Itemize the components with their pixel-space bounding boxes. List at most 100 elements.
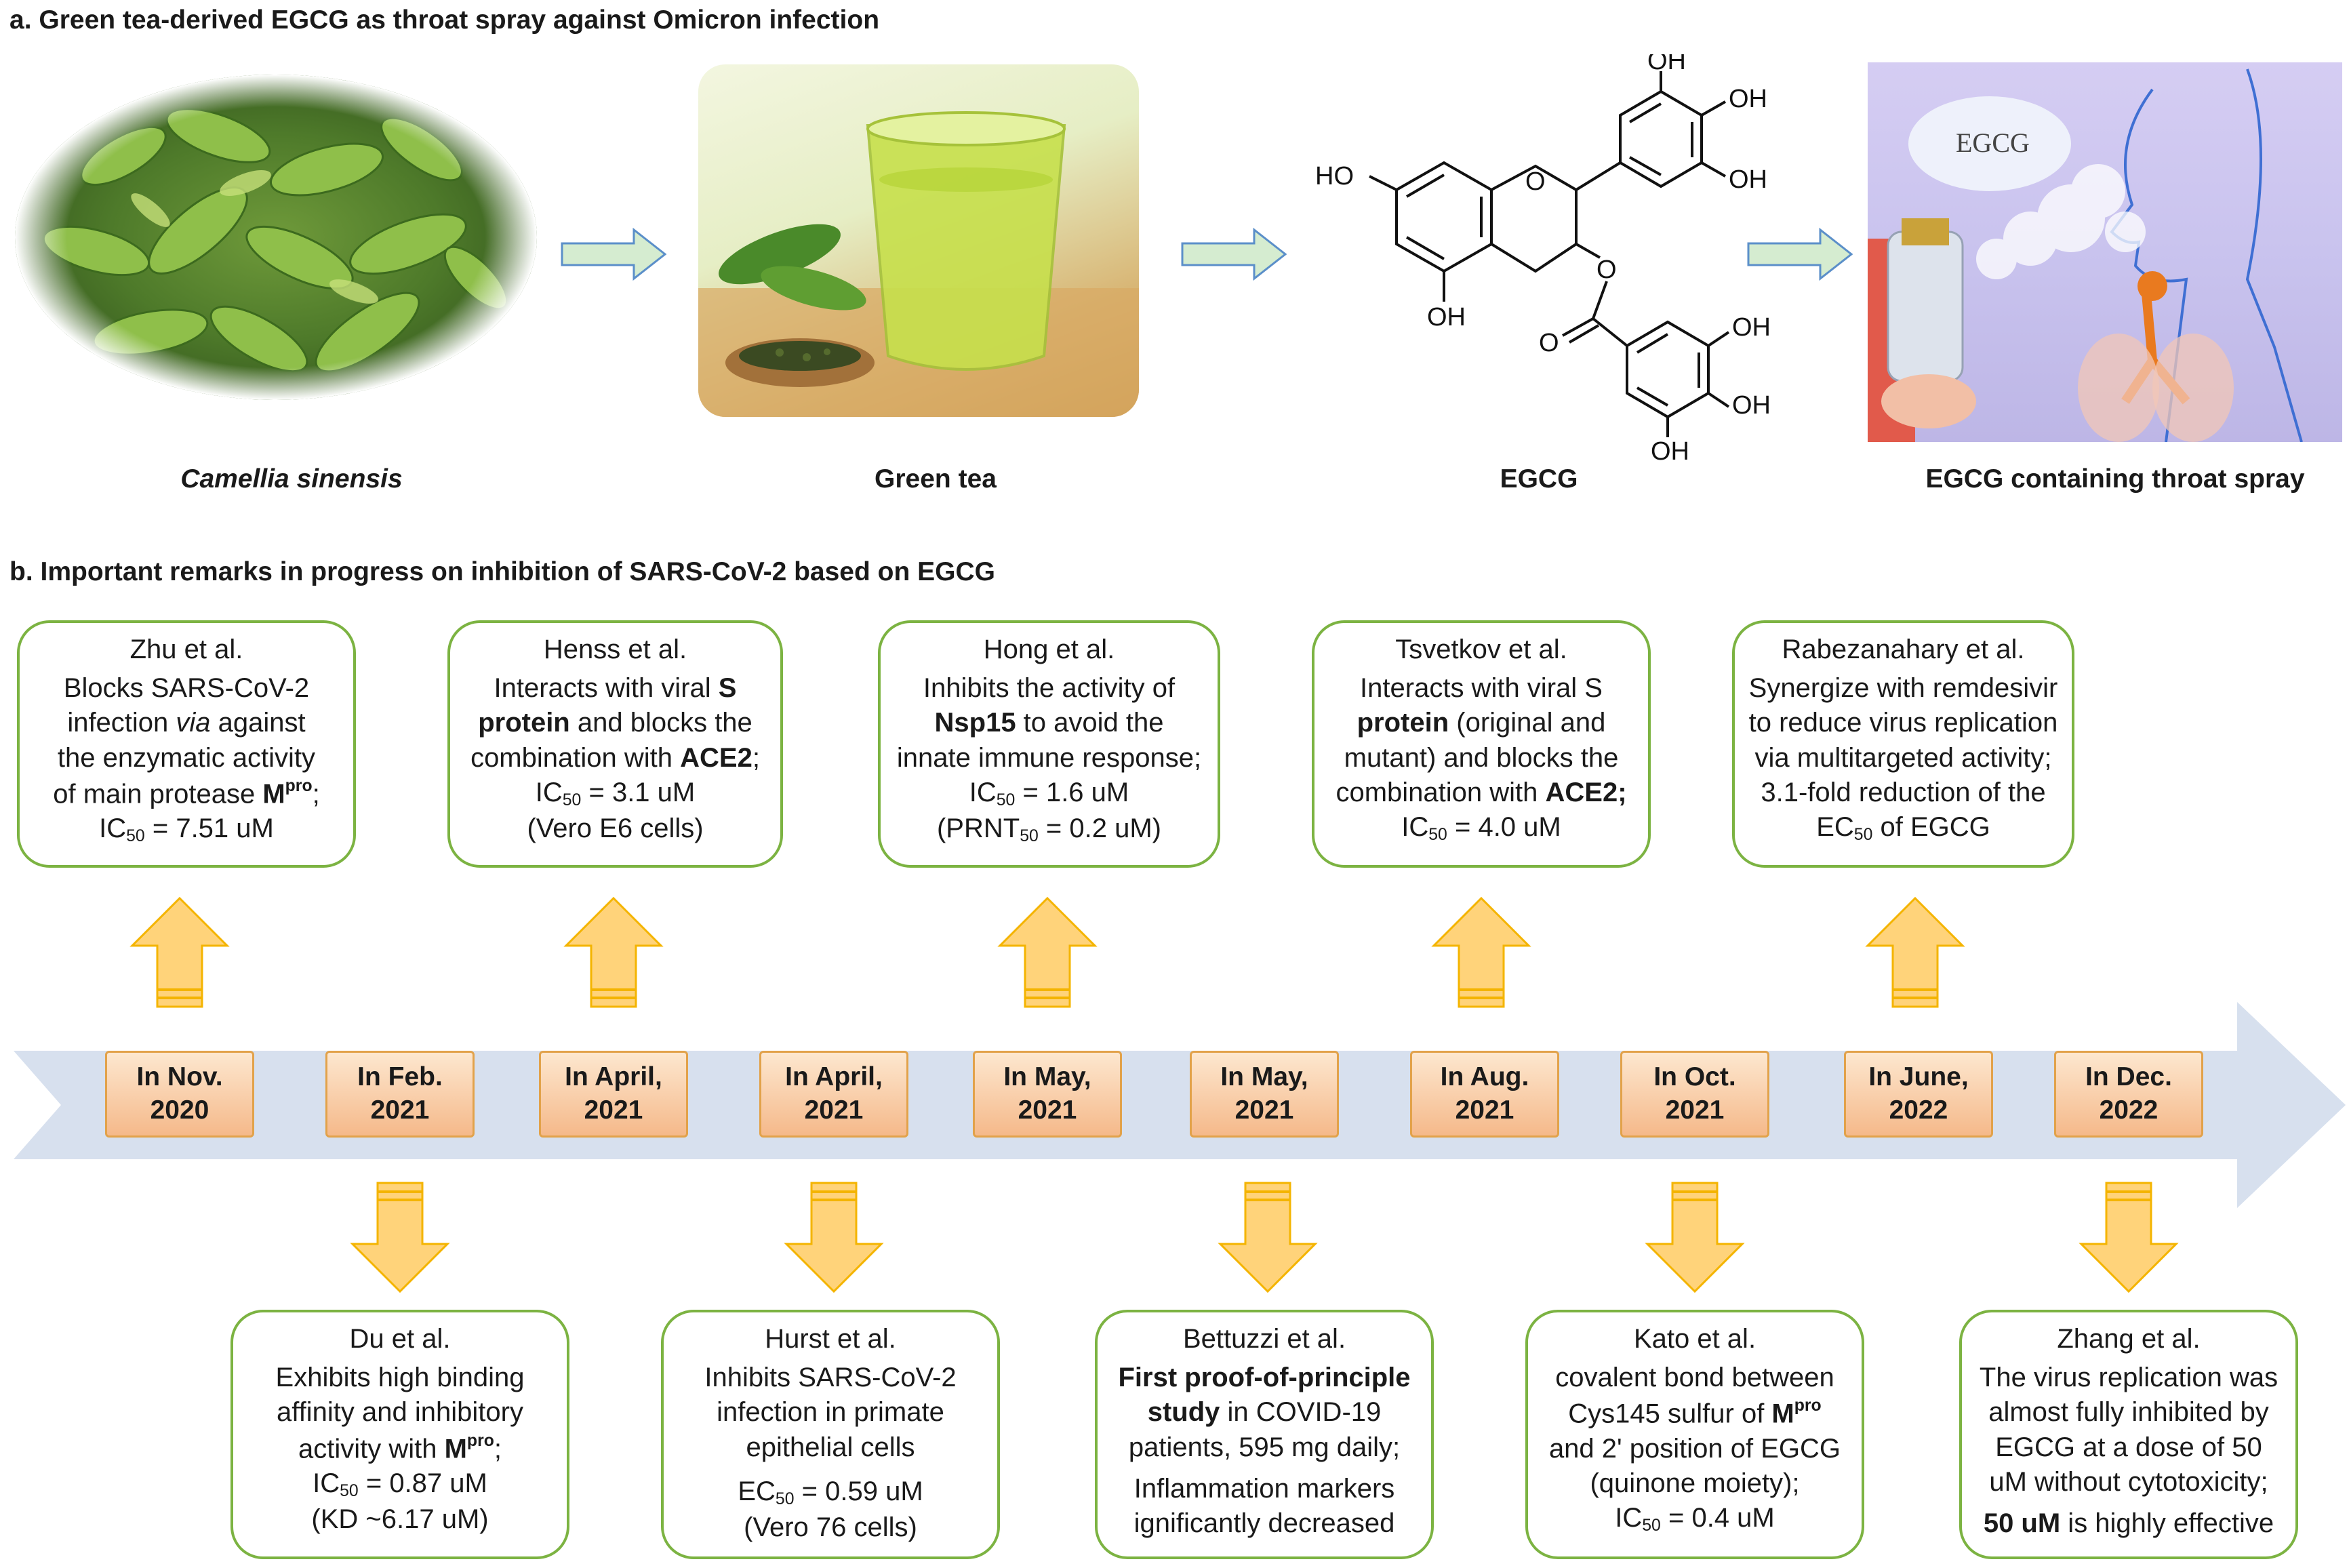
- card-zhu-author: Zhu et al.: [129, 635, 243, 664]
- card-tsvetkov-line4b: ACE2;: [1545, 777, 1627, 807]
- up-arrow-5: [1865, 896, 1965, 1008]
- card-henss: Henss et al. Interacts with viral S prot…: [447, 620, 783, 868]
- down-arrow-2: [784, 1182, 884, 1293]
- card-du: Du et al. Exhibits high binding affinity…: [230, 1310, 569, 1559]
- card-kato-line5sub: 50: [1642, 1516, 1661, 1535]
- camellia-sinensis-photo: [15, 75, 537, 400]
- card-zhang: Zhang et al. The virus replication was a…: [1959, 1310, 2298, 1559]
- card-hong-line1: Inhibits the activity of: [923, 673, 1176, 704]
- card-zhu-line4c: ;: [312, 779, 320, 809]
- date-4-line2: 2021: [804, 1095, 864, 1125]
- card-zhu-line5sub: 50: [126, 827, 145, 846]
- mol-oh-3: OH: [1729, 165, 1767, 194]
- card-kato: Kato et al. covalent bond between Cys145…: [1525, 1310, 1864, 1559]
- date-box-2: In Feb.2021: [325, 1051, 475, 1138]
- card-zhang-line4: uM without cytotoxicity;: [1989, 1466, 2268, 1497]
- card-kato-line5a: IC: [1615, 1503, 1643, 1533]
- card-henss-line5: (Vero E6 cells): [527, 813, 704, 843]
- card-hong-line3: innate immune response;: [896, 742, 1202, 773]
- card-rabezanahary-line2: to reduce virus replication: [1748, 708, 2058, 738]
- card-hong-line2b: to avoid the: [1016, 708, 1164, 738]
- date-8-line2: 2021: [1665, 1095, 1725, 1125]
- card-zhu-line1: Blocks SARS-CoV-2: [63, 673, 310, 704]
- card-kato-line4: (quinone moiety);: [1590, 1468, 1800, 1499]
- card-hong-line5sub: 50: [1020, 826, 1039, 845]
- card-zhu: Zhu et al. Blocks SARS-CoV-2 infection v…: [17, 620, 356, 868]
- caption-camellia-sinensis: Camellia sinensis: [180, 464, 403, 494]
- card-bettuzzi-line3: patients, 595 mg daily;: [1128, 1432, 1401, 1462]
- card-hurst-line3: epithelial cells: [746, 1432, 915, 1462]
- card-zhang-line2: almost fully inhibited by: [1988, 1397, 2269, 1428]
- date-6-line2: 2021: [1234, 1095, 1294, 1125]
- card-kato-line2b: M: [1771, 1399, 1794, 1429]
- mol-o-carbonyl: O: [1539, 329, 1559, 357]
- mol-oh-1: OH: [1647, 54, 1686, 75]
- date-2-line1: In Feb.: [357, 1062, 443, 1091]
- card-hurst-line4a: EC: [738, 1476, 776, 1506]
- mol-oh-bottom: OH: [1427, 303, 1466, 331]
- throat-spray-illustration: EGCG: [1868, 62, 2342, 442]
- date-10-line1: In Dec.: [2085, 1062, 2172, 1091]
- date-box-7: In Aug. 2021: [1410, 1051, 1559, 1138]
- card-hurst-line4sub: 50: [775, 1489, 795, 1508]
- card-rabezanahary-line5b: of EGCG: [1872, 811, 1990, 842]
- card-henss-line4sub: 50: [562, 790, 582, 809]
- date-box-9: In June,2022: [1844, 1051, 1993, 1138]
- section-a-title: a. Green tea-derived EGCG as throat spra…: [9, 5, 880, 35]
- date-6-line1: In May,: [1220, 1062, 1308, 1091]
- card-kato-line2a: Cys145 sulfur of: [1568, 1399, 1772, 1429]
- card-zhu-line4b: M: [262, 779, 285, 809]
- section-b-title: b. Important remarks in progress on inhi…: [9, 557, 995, 586]
- mol-oh-2: OH: [1729, 85, 1767, 113]
- mol-oh-5: OH: [1732, 391, 1769, 420]
- date-9-line2: 2022: [1889, 1095, 1948, 1125]
- card-hong-line4a: IC: [969, 777, 997, 807]
- card-hurst-line4b: = 0.59 uM: [794, 1476, 923, 1506]
- card-rabezanahary-line5a: EC: [1816, 811, 1854, 842]
- card-hurst-line1: Inhibits SARS-CoV-2: [704, 1363, 957, 1393]
- card-henss-line4b: = 3.1 uM: [581, 777, 696, 807]
- card-hong-line5b: = 0.2 uM): [1038, 813, 1161, 843]
- card-zhang-line3: EGCG at a dose of 50: [1995, 1432, 2262, 1462]
- card-tsvetkov-author: Tsvetkov et al.: [1395, 635, 1567, 664]
- card-du-author: Du et al.: [349, 1324, 451, 1354]
- card-du-line3sup: pro: [466, 1431, 494, 1450]
- card-bettuzzi-line5: ignificantly decreased: [1133, 1508, 1395, 1538]
- spray-egcg-label: EGCG: [1956, 127, 2030, 158]
- card-hurst-line5: (Vero 76 cells): [744, 1512, 917, 1542]
- date-7-line1: In Aug.: [1440, 1062, 1529, 1091]
- card-rabezanahary-author: Rabezanahary et al.: [1782, 635, 2025, 664]
- card-du-line4a: IC: [313, 1468, 340, 1499]
- card-tsvetkov-line2b: (original and: [1449, 708, 1606, 738]
- card-du-line2: affinity and inhibitory: [277, 1397, 523, 1428]
- card-rabezanahary-line5sub: 50: [1853, 826, 1873, 845]
- green-tea-photo: [698, 64, 1139, 417]
- card-hong-line2a: Nsp15: [934, 708, 1016, 738]
- card-kato-author: Kato et al.: [1633, 1324, 1756, 1354]
- date-7-line2: 2021: [1455, 1095, 1514, 1125]
- card-tsvetkov-line5b: = 4.0 uM: [1447, 811, 1561, 842]
- card-bettuzzi: Bettuzzi et al. First proof-of-principle…: [1095, 1310, 1434, 1559]
- process-arrow-1: [561, 227, 667, 281]
- card-henss-author: Henss et al.: [543, 635, 687, 664]
- card-zhu-line4sup: pro: [285, 776, 313, 795]
- down-arrow-1: [350, 1182, 450, 1293]
- egcg-structure: OH OH OH HO O OH O O OH OH OH: [1315, 54, 1769, 461]
- date-8-line1: In Oct.: [1653, 1062, 1736, 1091]
- card-du-line4sub: 50: [340, 1482, 359, 1501]
- process-arrow-2: [1181, 227, 1287, 281]
- caption-egcg: EGCG: [1500, 464, 1578, 494]
- date-5-line2: 2021: [1018, 1095, 1077, 1125]
- card-tsvetkov-line3: mutant) and blocks the: [1344, 742, 1619, 773]
- card-rabezanahary-line1: Synergize with remdesivir: [1748, 673, 2058, 704]
- card-du-line4b: = 0.87 uM: [358, 1468, 487, 1499]
- date-box-4: In April,2021: [759, 1051, 908, 1138]
- date-box-1: In Nov.2020: [105, 1051, 254, 1138]
- card-henss-line1b: S: [718, 673, 737, 704]
- card-kato-line2sup: pro: [1794, 1396, 1822, 1415]
- date-box-6: In May, 2021: [1190, 1051, 1339, 1138]
- date-box-5: In May,2021: [973, 1051, 1122, 1138]
- card-tsvetkov: Tsvetkov et al. Interacts with viral S p…: [1312, 620, 1651, 868]
- mol-o-ester: O: [1597, 256, 1617, 284]
- card-kato-line3: and 2' position of EGCG: [1548, 1433, 1841, 1464]
